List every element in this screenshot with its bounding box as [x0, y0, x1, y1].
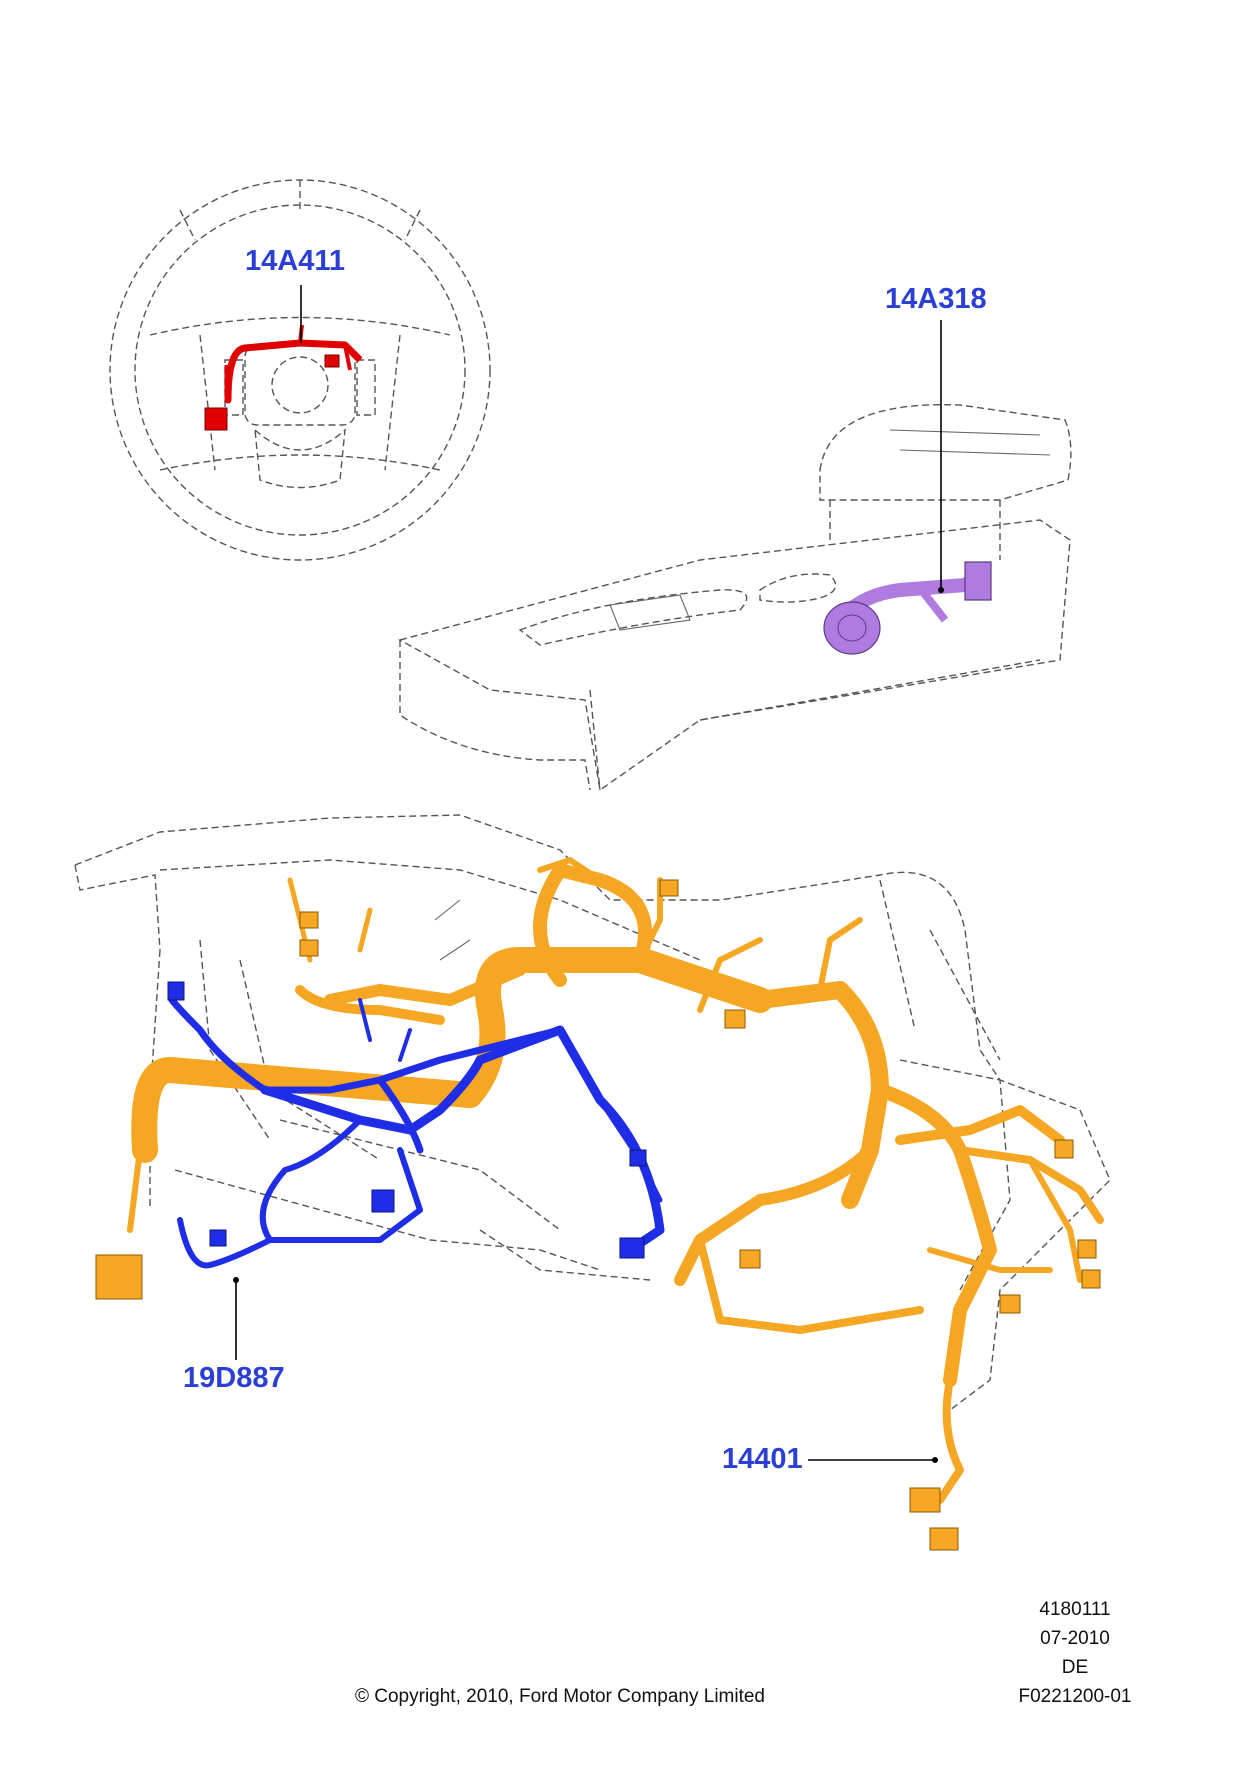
callout-14401[interactable]: 14401 — [722, 1443, 803, 1475]
console-harness-14A318[interactable] — [823, 561, 992, 655]
callout-14A411[interactable]: 14A411 — [245, 245, 345, 277]
leader-lines — [233, 285, 944, 1463]
reference-block: 4180111 07-2010 DE F0221200-01 — [1010, 1595, 1140, 1711]
steering-wheel — [109, 179, 491, 561]
aux-harness-19D887[interactable] — [168, 996, 665, 1269]
main-harness-connectors — [95, 879, 1101, 1551]
reference-date: 07-2010 — [1040, 1628, 1110, 1649]
reference-number: 4180111 — [1039, 1599, 1111, 1620]
reference-language: DE — [1061, 1657, 1089, 1678]
reference-code: F0221200-01 — [1018, 1686, 1132, 1707]
callout-19D887[interactable]: 19D887 — [183, 1362, 285, 1394]
aux-harness-connectors — [167, 981, 647, 1259]
steering-harness-14A411[interactable] — [204, 324, 363, 431]
callout-14A318[interactable]: 14A318 — [885, 283, 987, 315]
copyright-notice: © Copyright, 2010, Ford Motor Company Li… — [354, 1686, 765, 1707]
center-console — [398, 403, 1072, 792]
